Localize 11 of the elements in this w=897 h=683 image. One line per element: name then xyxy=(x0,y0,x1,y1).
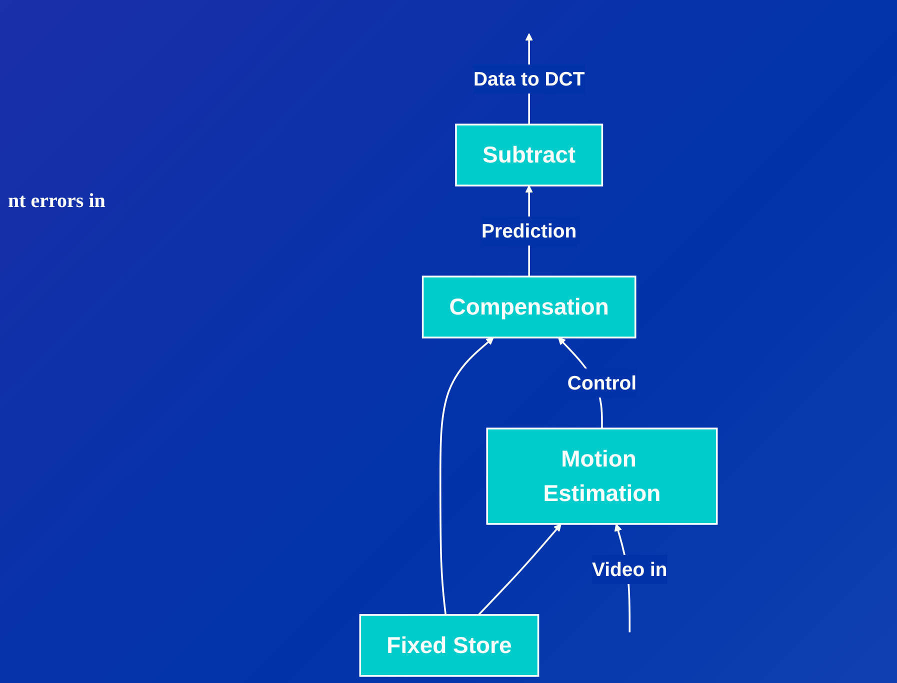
node-box: Motion Estimation xyxy=(486,428,718,525)
edge-label: Control xyxy=(567,372,637,394)
arrow xyxy=(478,524,562,616)
node-box: Compensation xyxy=(422,276,636,338)
edge-label: Video in xyxy=(592,558,668,581)
node-box: Subtract xyxy=(455,124,604,186)
arrow xyxy=(440,337,494,616)
edge-label: Data to DCT xyxy=(473,68,585,90)
node-box: Fixed Store xyxy=(359,614,540,677)
edge-label: Prediction xyxy=(482,220,577,242)
note-text: nt errors in xyxy=(8,190,106,213)
